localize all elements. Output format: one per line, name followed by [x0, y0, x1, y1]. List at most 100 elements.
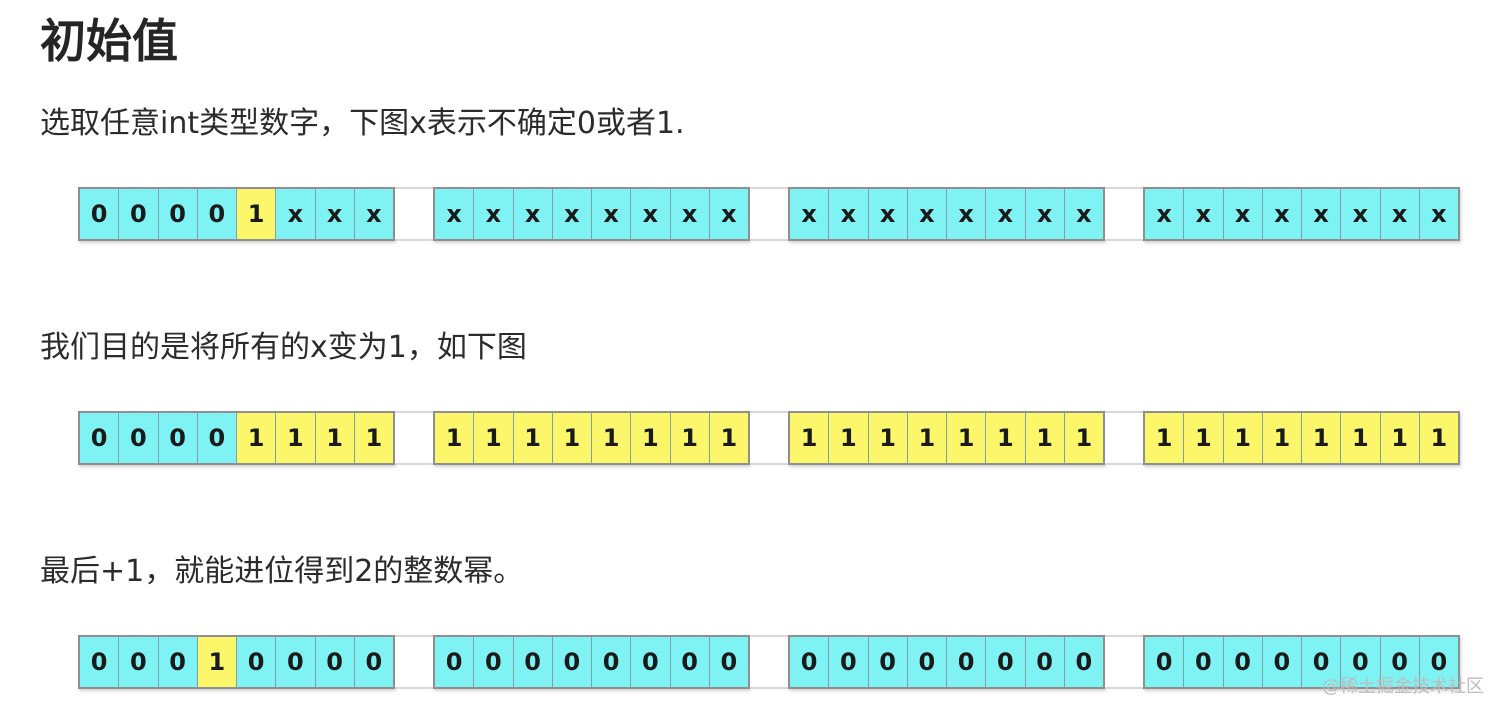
bit-cell: 0 — [709, 637, 748, 687]
bit-cell: 1 — [1184, 413, 1224, 463]
bit-cell: x — [1025, 189, 1065, 239]
bit-cell: x — [907, 189, 947, 239]
bit-cell: x — [1262, 189, 1302, 239]
bit-cell: 0 — [1262, 637, 1302, 687]
paragraph-power-of-two: 最后+1，就能进位得到2的整数幂。 — [40, 554, 524, 589]
byte-separator — [1105, 411, 1143, 465]
bit-cell: 1 — [907, 413, 947, 463]
bit-cell: 1 — [435, 413, 475, 463]
bit-cell: x — [592, 189, 632, 239]
bit-cell: 0 — [276, 637, 316, 687]
bit-cell: x — [1145, 189, 1185, 239]
bit-cell: 1 — [1262, 413, 1302, 463]
bit-cell: 1 — [354, 413, 393, 463]
bit-cell: 1 — [513, 413, 553, 463]
byte-separator — [750, 635, 788, 689]
bit-cell: x — [631, 189, 671, 239]
bit-cell: x — [1380, 189, 1420, 239]
bit-cell: 1 — [474, 413, 514, 463]
bit-cell: 0 — [237, 637, 277, 687]
bit-cell: 1 — [947, 413, 987, 463]
bit-cell: x — [947, 189, 987, 239]
bit-cell: 1 — [790, 413, 830, 463]
byte-separator — [1105, 187, 1143, 241]
bit-cell: 0 — [829, 637, 869, 687]
bit-cell: 0 — [868, 637, 908, 687]
byte-separator — [395, 187, 433, 241]
bit-cell: x — [315, 189, 355, 239]
bit-cell: x — [868, 189, 908, 239]
bit-cell: 0 — [1302, 637, 1342, 687]
bit-cell: 1 — [1223, 413, 1263, 463]
bit-cell: 1 — [237, 413, 277, 463]
bit-cell: 0 — [1419, 637, 1458, 687]
bit-cell: x — [1184, 189, 1224, 239]
bit-cell: x — [513, 189, 553, 239]
bit-cell: x — [552, 189, 592, 239]
bit-cell: 0 — [119, 413, 159, 463]
bit-cell: 0 — [1184, 637, 1224, 687]
bit-cell: 0 — [80, 413, 120, 463]
bit-cell: 0 — [1064, 637, 1103, 687]
bit-cell: 1 — [315, 413, 355, 463]
bit-cell: 0 — [790, 637, 830, 687]
paragraph-initial-value: 选取任意int类型数字，下图x表示不确定0或者1. — [40, 106, 685, 141]
byte-separator — [750, 411, 788, 465]
bit-cell: 0 — [1223, 637, 1263, 687]
byte-separator — [750, 187, 788, 241]
bit-cell: 0 — [947, 637, 987, 687]
bit-cell: 1 — [1064, 413, 1103, 463]
bit-cell: 1 — [709, 413, 748, 463]
bit-cell: 1 — [1419, 413, 1458, 463]
bit-cell: 1 — [1025, 413, 1065, 463]
bit-cell: x — [1419, 189, 1458, 239]
bit-cell: 1 — [197, 637, 237, 687]
bit-cell: 1 — [670, 413, 710, 463]
bit-cell: x — [354, 189, 393, 239]
bit-cell: 0 — [197, 189, 237, 239]
bit-cell: x — [709, 189, 748, 239]
bit-cell: 0 — [1341, 637, 1381, 687]
bit-cell: x — [1223, 189, 1263, 239]
bit-cell: 0 — [513, 637, 553, 687]
bit-cell: 0 — [158, 637, 198, 687]
bit-cell: 0 — [592, 637, 632, 687]
bit-cell: x — [1302, 189, 1342, 239]
bit-cell: x — [790, 189, 830, 239]
bit-cell: 1 — [1302, 413, 1342, 463]
bit-cell: x — [276, 189, 316, 239]
bit-cell: x — [474, 189, 514, 239]
bit-cell: 0 — [158, 189, 198, 239]
bit-cell: 0 — [552, 637, 592, 687]
bit-cell: 0 — [80, 189, 120, 239]
bit-cell: 0 — [197, 413, 237, 463]
byte-separator — [395, 635, 433, 689]
byte-separator — [395, 411, 433, 465]
bit-cell: 0 — [435, 637, 475, 687]
bit-cell: 0 — [1025, 637, 1065, 687]
bit-cell: x — [1341, 189, 1381, 239]
bit-cell: 1 — [237, 189, 277, 239]
bit-cell: x — [670, 189, 710, 239]
bit-cell: 1 — [552, 413, 592, 463]
bit-cell: 0 — [80, 637, 120, 687]
bit-cell: x — [829, 189, 869, 239]
bit-cell: 0 — [1380, 637, 1420, 687]
bit-cell: 1 — [276, 413, 316, 463]
bit-cell: x — [986, 189, 1026, 239]
bit-cell: 1 — [868, 413, 908, 463]
bit-cell: x — [1064, 189, 1103, 239]
bit-cell: 0 — [315, 637, 355, 687]
bit-cell: 0 — [631, 637, 671, 687]
